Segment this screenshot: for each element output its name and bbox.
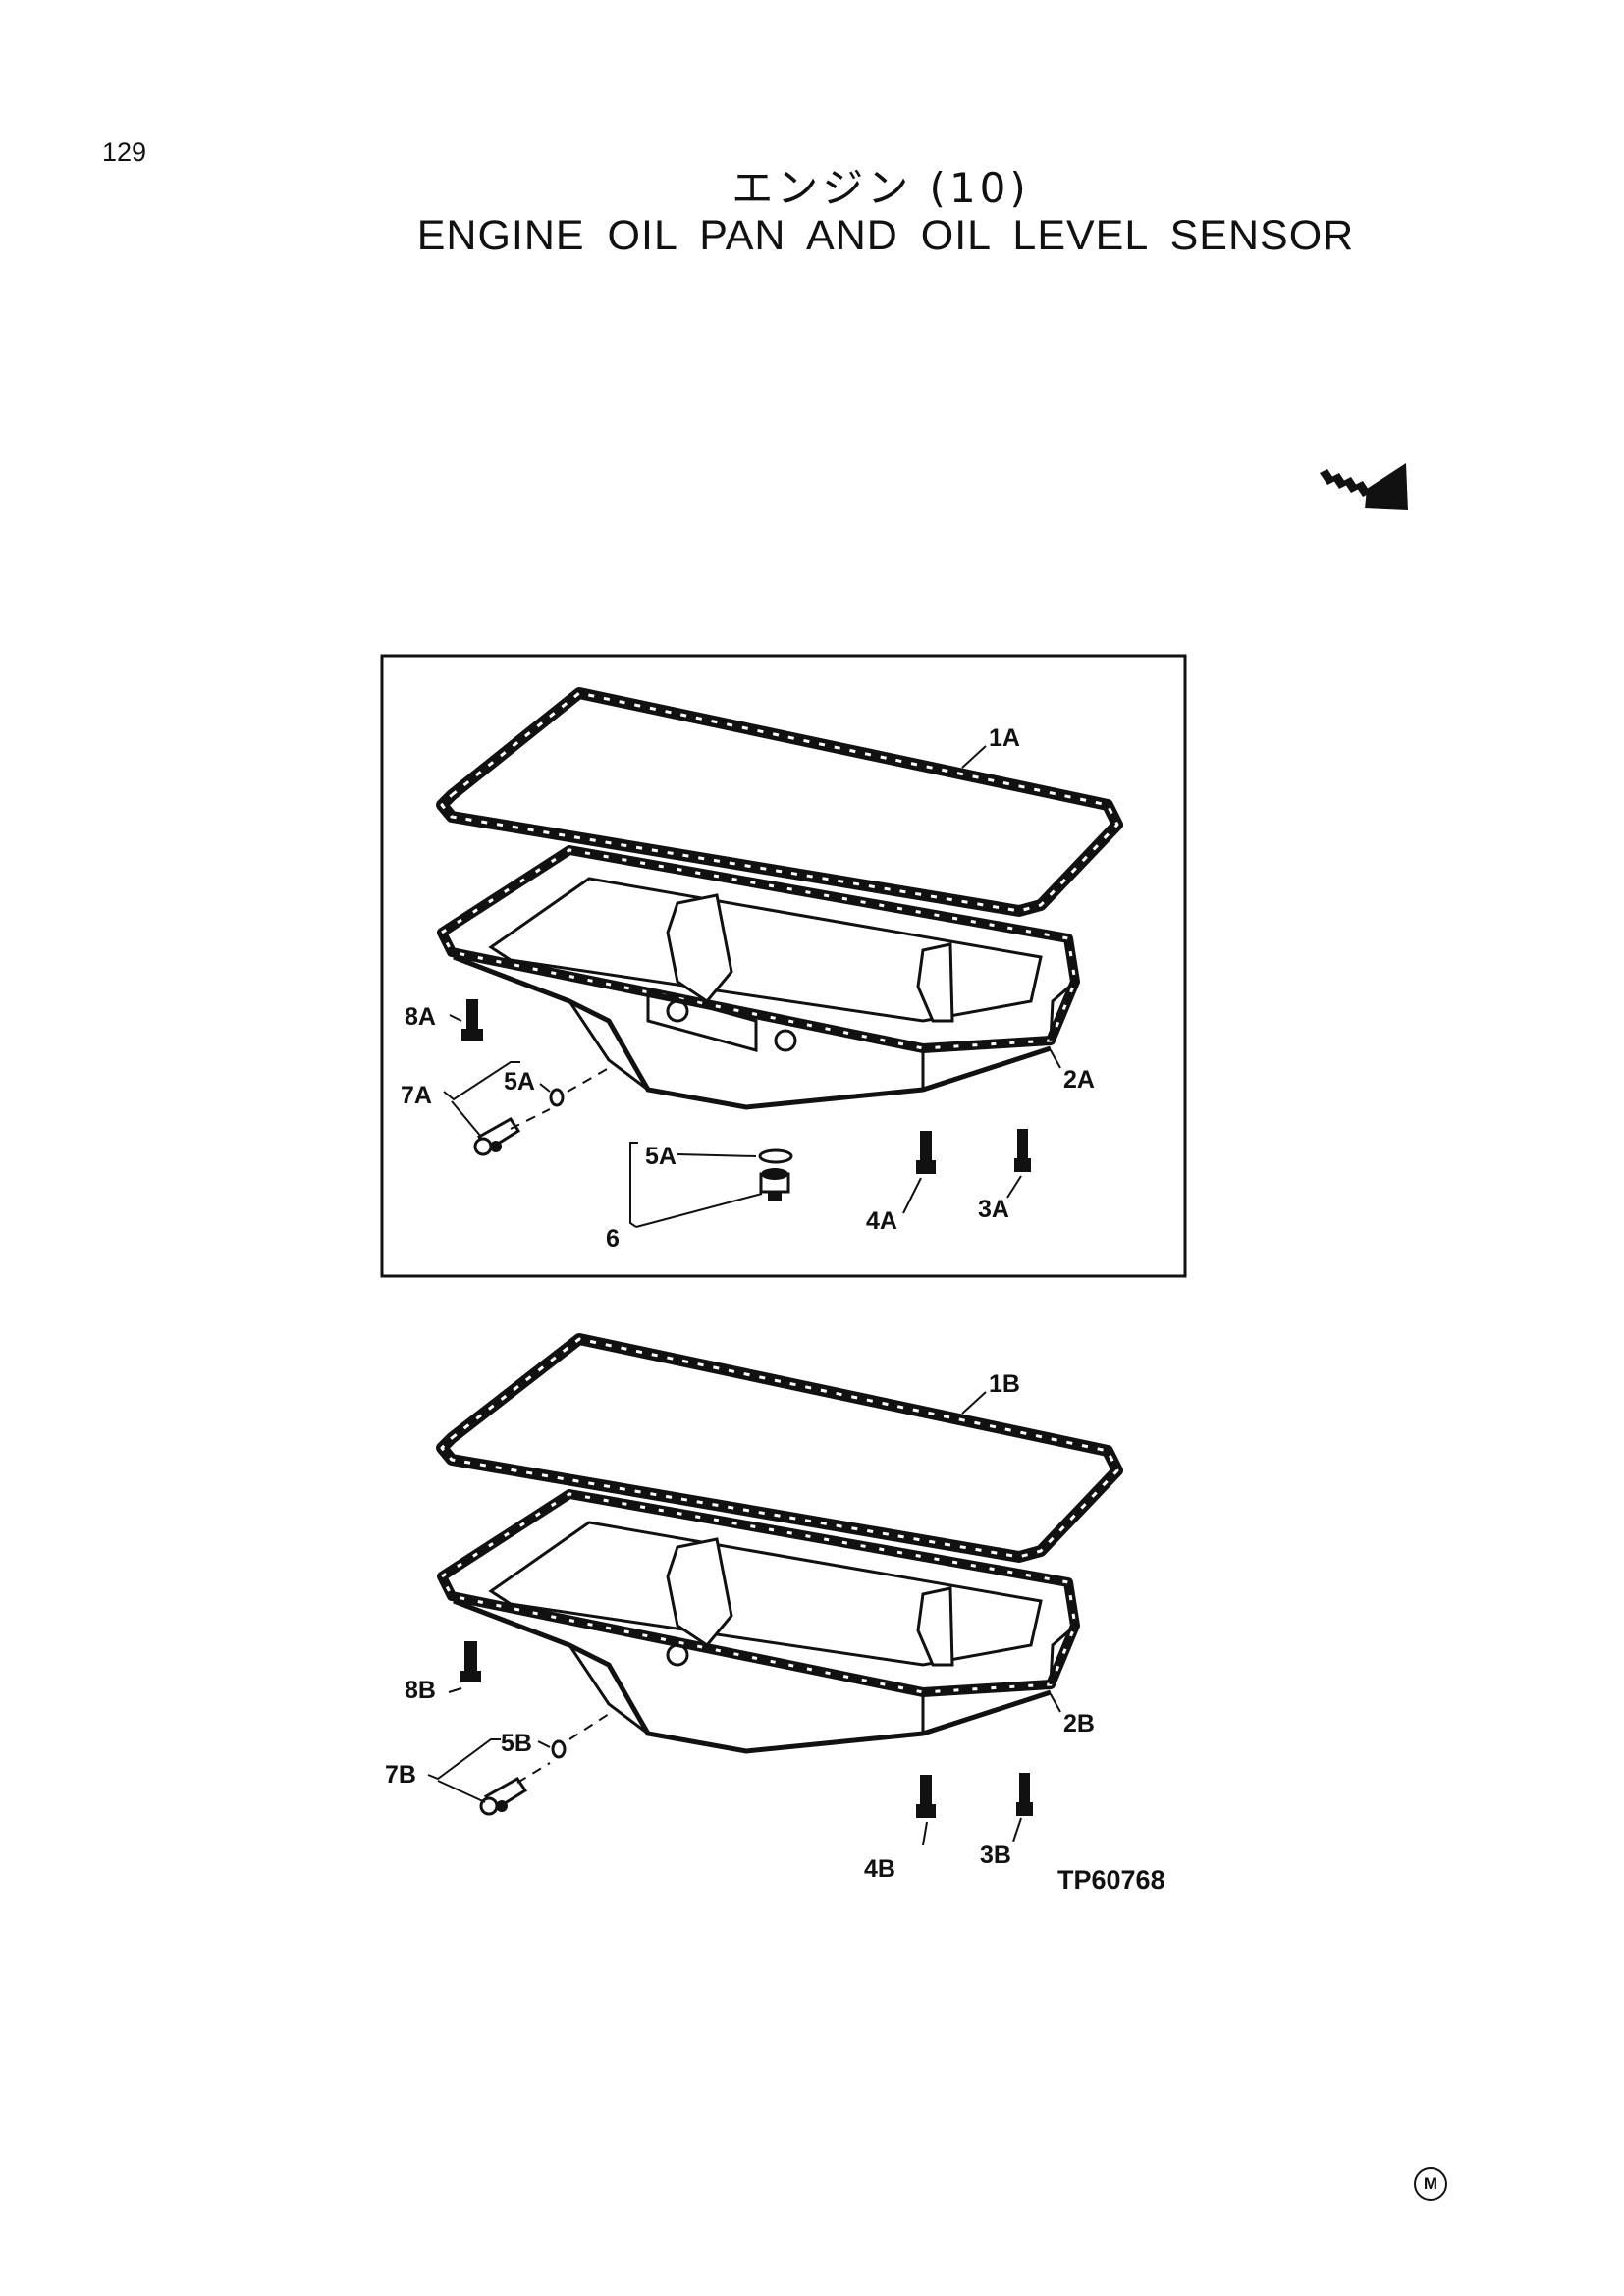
front-direction-arrow-icon [1320, 463, 1408, 510]
callout-6: 6 [606, 1225, 620, 1253]
o-ring-5b [551, 1739, 567, 1759]
sensor-7b [479, 1777, 528, 1816]
gasket-1a [436, 687, 1123, 917]
callout-1b: 1B [989, 1370, 1020, 1398]
gasket-1b [436, 1333, 1123, 1563]
bolt-4b [916, 1775, 936, 1818]
callout-1a: 1A [989, 724, 1020, 752]
callout-7a: 7A [401, 1082, 432, 1109]
bolt-4a [916, 1131, 936, 1174]
callout-3b: 3B [980, 1842, 1011, 1869]
callout-5b: 5B [501, 1730, 532, 1757]
oil-pan-2b [437, 1489, 1080, 1754]
callout-4b: 4B [864, 1855, 895, 1883]
callout-7b: 7B [385, 1761, 416, 1789]
callout-3a: 3A [978, 1196, 1009, 1223]
callout-5a-lower: 5A [645, 1143, 677, 1170]
sensor-7a [473, 1117, 521, 1156]
callout-2a: 2A [1063, 1066, 1095, 1094]
page-title: ENGINE OIL PAN AND OIL LEVEL SENSOR [416, 212, 1355, 259]
callout-2b: 2B [1063, 1710, 1095, 1737]
bolt-8b [460, 1641, 481, 1682]
callout-8a: 8A [405, 1003, 436, 1031]
drain-plug-6 [759, 1168, 790, 1201]
figure-code: TP60768 [1057, 1865, 1165, 1895]
bolt-3a [1014, 1129, 1031, 1172]
o-ring-5a-lower [758, 1148, 793, 1164]
callout-5a-upper: 5A [504, 1068, 535, 1095]
bolt-3b [1016, 1773, 1033, 1816]
o-ring-5a-upper [549, 1088, 565, 1107]
bolt-8a [461, 999, 483, 1041]
page-number: 129 [102, 137, 147, 167]
callout-4a: 4A [866, 1207, 897, 1235]
circled-m-icon: M [1414, 2167, 1447, 2201]
oil-pan-2a [437, 845, 1080, 1110]
page-title-japanese: エンジン (10) [731, 164, 1030, 212]
callout-8b: 8B [405, 1677, 436, 1704]
version-a-frame [380, 654, 1187, 1278]
